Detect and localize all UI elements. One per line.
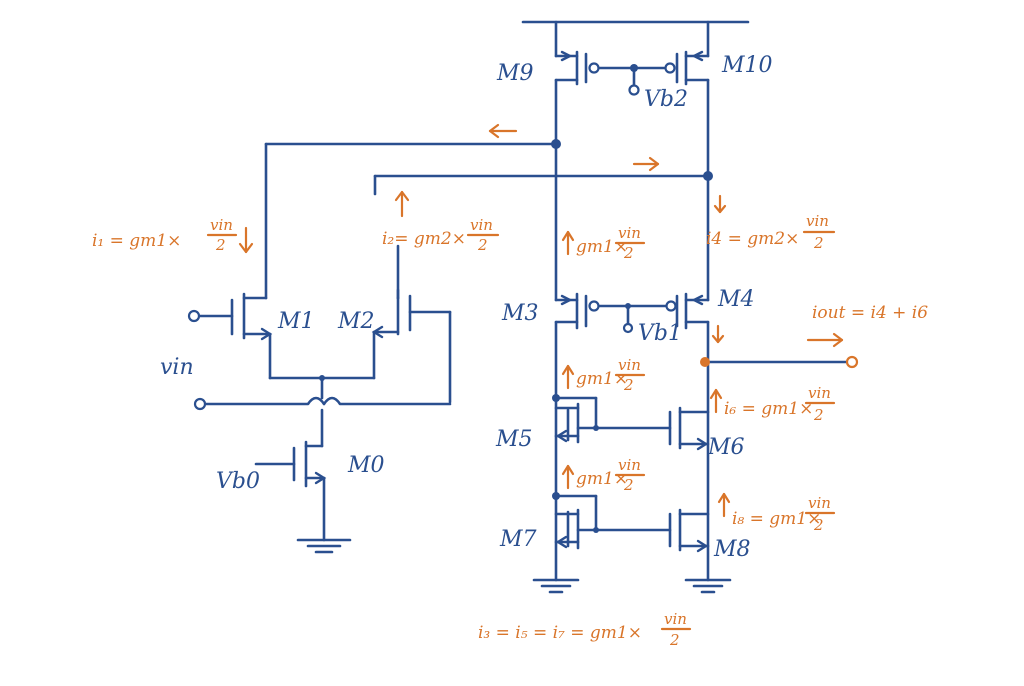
label-m10: M10 — [721, 53, 773, 78]
annot-i6-num: vin — [808, 384, 831, 402]
label-m7: M7 — [499, 527, 537, 552]
annot-i3-i5-i7: i₃ = i₅ = i₇ = gm1× — [478, 623, 642, 643]
annot-i8-num: vin — [808, 494, 831, 512]
device-labels: M9 M10 Vb2 M1 M2 vin M0 Vb0 M3 M4 Vb1 M5… — [160, 53, 773, 562]
current-arrows — [238, 123, 844, 518]
label-m3: M3 — [501, 301, 539, 326]
label-vb0: Vb0 — [216, 469, 260, 494]
annot-m7-den: 2 — [623, 476, 634, 494]
annot-m5-current: gm1× — [576, 369, 628, 389]
annot-i8: i₈ = gm1× — [732, 509, 821, 529]
wiring — [188, 20, 848, 594]
label-m8: M8 — [713, 537, 751, 562]
annot-i2: i₂= gm2× — [382, 229, 466, 249]
label-vb2: Vb2 — [644, 87, 688, 112]
annot-i4-den: 2 — [813, 234, 824, 252]
label-m5: M5 — [495, 427, 533, 452]
annot-sum-num: vin — [664, 610, 687, 628]
annot-m3-num: vin — [618, 224, 641, 242]
annot-m7-current: gm1× — [576, 469, 628, 489]
annot-i2-num: vin — [470, 216, 493, 234]
label-vin: vin — [160, 355, 194, 380]
label-m1: M1 — [277, 309, 315, 334]
annot-i6: i₆ = gm1× — [724, 399, 813, 419]
nodes — [187, 62, 859, 533]
annot-m5-den: 2 — [623, 376, 634, 394]
label-m2: M2 — [337, 309, 375, 334]
annot-m3-current: gm1× — [576, 237, 628, 257]
annot-i4-num: vin — [806, 212, 829, 230]
label-vb1: Vb1 — [638, 321, 682, 346]
annot-iout: iout = i4 + i6 — [812, 303, 928, 323]
label-m9: M9 — [496, 61, 534, 86]
annot-m3-den: 2 — [623, 244, 634, 262]
annot-i8-den: 2 — [813, 516, 824, 534]
annot-m7-num: vin — [618, 456, 641, 474]
label-m4: M4 — [717, 287, 755, 312]
annot-i4: i4 = gm2× — [706, 229, 799, 249]
current-annotations: i₁ = gm1× vin 2 i₂= gm2× vin 2 i4 = gm2×… — [92, 212, 928, 649]
annot-m5-num: vin — [618, 356, 641, 374]
annot-i6-den: 2 — [813, 406, 824, 424]
annot-i1-den: 2 — [215, 236, 226, 254]
annot-sum-den: 2 — [669, 631, 680, 649]
label-m6: M6 — [707, 435, 745, 460]
annot-i1-num: vin — [210, 216, 233, 234]
annot-i1: i₁ = gm1× — [92, 231, 181, 251]
annot-i2-den: 2 — [477, 236, 488, 254]
label-m0: M0 — [347, 453, 385, 478]
